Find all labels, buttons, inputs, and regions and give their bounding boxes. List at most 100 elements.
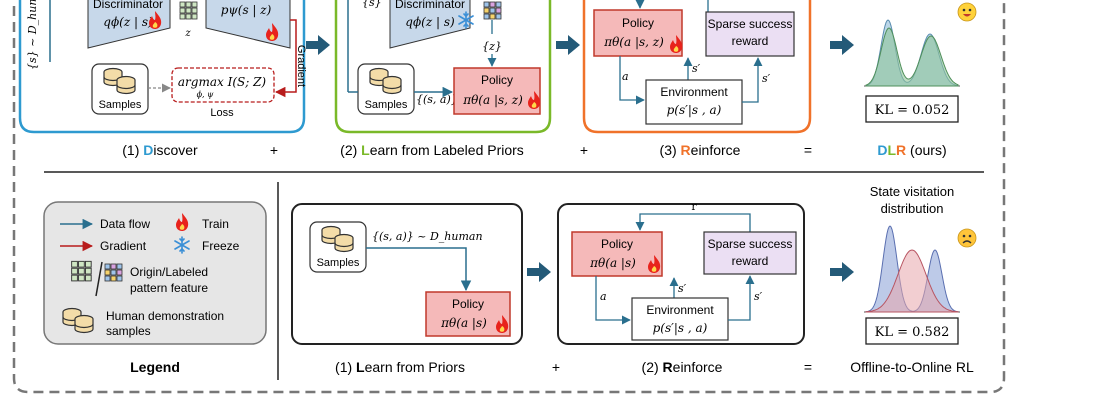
learn-discriminator-label: Discriminator <box>395 0 465 11</box>
legend-title: Legend <box>130 359 180 375</box>
gradient-arrow <box>274 19 297 98</box>
plus-sign: + <box>270 142 278 158</box>
decoder-formula: pψ(s | z) <box>221 3 272 17</box>
action-label: a <box>622 70 629 83</box>
environment-box <box>645 79 743 125</box>
samples-label: Samples <box>99 99 142 111</box>
caption-learn-labeled: (2) Learn from Labeled Priors <box>340 142 524 158</box>
labeled-grid-icon <box>483 1 502 20</box>
s-distribution-label: {s} ~ D_human <box>26 0 39 70</box>
reward-line2: reward <box>732 34 769 48</box>
legend-freeze: Freeze <box>202 239 240 253</box>
policy-box <box>593 9 683 57</box>
kl-box <box>865 317 959 345</box>
plus-sign: + <box>552 359 560 375</box>
kl-value: KL = 0.052 <box>875 103 950 118</box>
discover-panel: Discriminator qϕ(z | s) z pψ(s | z) Grad… <box>18 0 307 134</box>
environment-formula: p(s′|s , a) <box>667 103 722 117</box>
labeled-grid-icon <box>104 263 123 282</box>
big-arrow-icon <box>527 262 551 282</box>
distribution-curve-b <box>865 249 959 313</box>
loss-label: Loss <box>210 107 234 119</box>
outer-dashed-frame <box>12 0 1006 394</box>
origin-grid-icon <box>71 260 92 282</box>
distribution-title-line1: State visitation <box>870 184 955 199</box>
distribution-curve-b <box>865 27 959 87</box>
legend-pattern-line1: Origin/Labeled <box>130 265 208 279</box>
policy-box <box>425 291 511 337</box>
data-flow-arrow <box>366 247 472 292</box>
dlr-result: KL = 0.052 <box>864 2 977 123</box>
distribution-title-line2: distribution <box>881 201 944 216</box>
reward-line1: Sparse success <box>708 237 793 251</box>
action-arrow <box>595 276 631 325</box>
sa-label: {(s, a)} <box>416 93 458 106</box>
equals-sign: = <box>804 142 812 158</box>
legend-panel: Data flow Train Gradient Freeze Origin/L… <box>43 201 267 345</box>
legend-data-flow: Data flow <box>100 217 150 231</box>
policy-label: Policy <box>452 297 484 311</box>
objective-formula: argmax I(S; Z) <box>178 75 267 89</box>
samples-label: Samples <box>365 99 408 111</box>
state-label: s′ <box>692 62 701 75</box>
reward-box <box>705 11 795 57</box>
caption-reinforce: (3) Reinforce <box>660 142 741 158</box>
pattern-grid-icon <box>179 1 198 20</box>
big-arrow-icon <box>830 262 854 282</box>
discover-discriminator-formula: qϕ(z | s) <box>103 15 153 29</box>
policy-box <box>453 67 541 115</box>
learn-labeled-panel: {s} Discriminator qϕ(z | s) {z} Samples … <box>334 0 552 134</box>
database-icon <box>74 314 94 334</box>
caption-reinforce: (2) Reinforce <box>642 359 723 375</box>
policy-formula: πθ(a |s) <box>440 316 487 330</box>
equals-sign: = <box>804 359 812 375</box>
caption-discover: (1) Discover <box>122 142 198 158</box>
legend-gradient: Gradient <box>100 239 147 253</box>
sa-distribution-label: {(s, a)} ~ D_human <box>372 230 483 243</box>
state-label: s′ <box>678 282 687 295</box>
state-to-reward-arrow <box>742 57 763 103</box>
caption-learn-priors: (1) Learn from Priors <box>335 359 465 375</box>
policy-box <box>571 231 663 277</box>
legend-train: Train <box>202 217 229 231</box>
state-label-2: s′ <box>762 72 771 85</box>
action-label: a <box>600 290 607 303</box>
environment-label: Environment <box>660 85 728 99</box>
environment-formula: p(s′|s , a) <box>653 321 708 335</box>
reward-arrow <box>635 213 751 232</box>
caption-offline-to-online: Offline-to-Online RL <box>850 359 974 375</box>
gradient-label: Gradient <box>295 45 307 87</box>
happy-face-icon <box>957 2 977 22</box>
policy-formula: πθ(a |s, z) <box>462 93 523 107</box>
legend-pattern-line2: pattern feature <box>130 281 208 295</box>
policy-label: Policy <box>481 73 513 87</box>
database-icon <box>334 233 354 253</box>
z-set-label: {z} <box>482 40 502 53</box>
environment-label: Environment <box>646 303 714 317</box>
reward-line2: reward <box>732 254 769 268</box>
samples-label: Samples <box>317 257 360 269</box>
plus-sign: + <box>580 142 588 158</box>
big-arrow-icon <box>830 35 854 55</box>
kl-box <box>865 95 959 123</box>
action-arrow <box>619 56 645 105</box>
s-set-label: {s} <box>362 0 382 9</box>
policy-label: Policy <box>622 16 654 30</box>
reinforce-panel-bottom: r Policy πθ(a |s) Sparse success reward … <box>557 200 805 345</box>
kl-value: KL = 0.582 <box>875 325 950 340</box>
legend-human-line2: samples <box>106 324 151 338</box>
reward-r-label: r <box>691 200 697 213</box>
reward-box <box>703 231 797 275</box>
big-arrow-icon <box>306 35 330 55</box>
legend-human-line1: Human demonstration <box>106 309 224 323</box>
database-icon <box>116 75 136 95</box>
discover-discriminator-label: Discriminator <box>93 0 163 11</box>
sad-face-icon <box>957 228 977 248</box>
learn-priors-panel: Samples {(s, a)} ~ D_human Policy πθ(a |… <box>291 203 523 345</box>
big-arrow-icon <box>556 35 580 55</box>
policy-formula: πθ(a |s, z) <box>603 35 664 49</box>
policy-formula: πθ(a |s) <box>589 256 636 270</box>
reward-line1: Sparse success <box>708 17 793 31</box>
loss-box <box>171 67 275 103</box>
o2o-result: State visitation distribution KL = 0.582 <box>864 184 977 345</box>
